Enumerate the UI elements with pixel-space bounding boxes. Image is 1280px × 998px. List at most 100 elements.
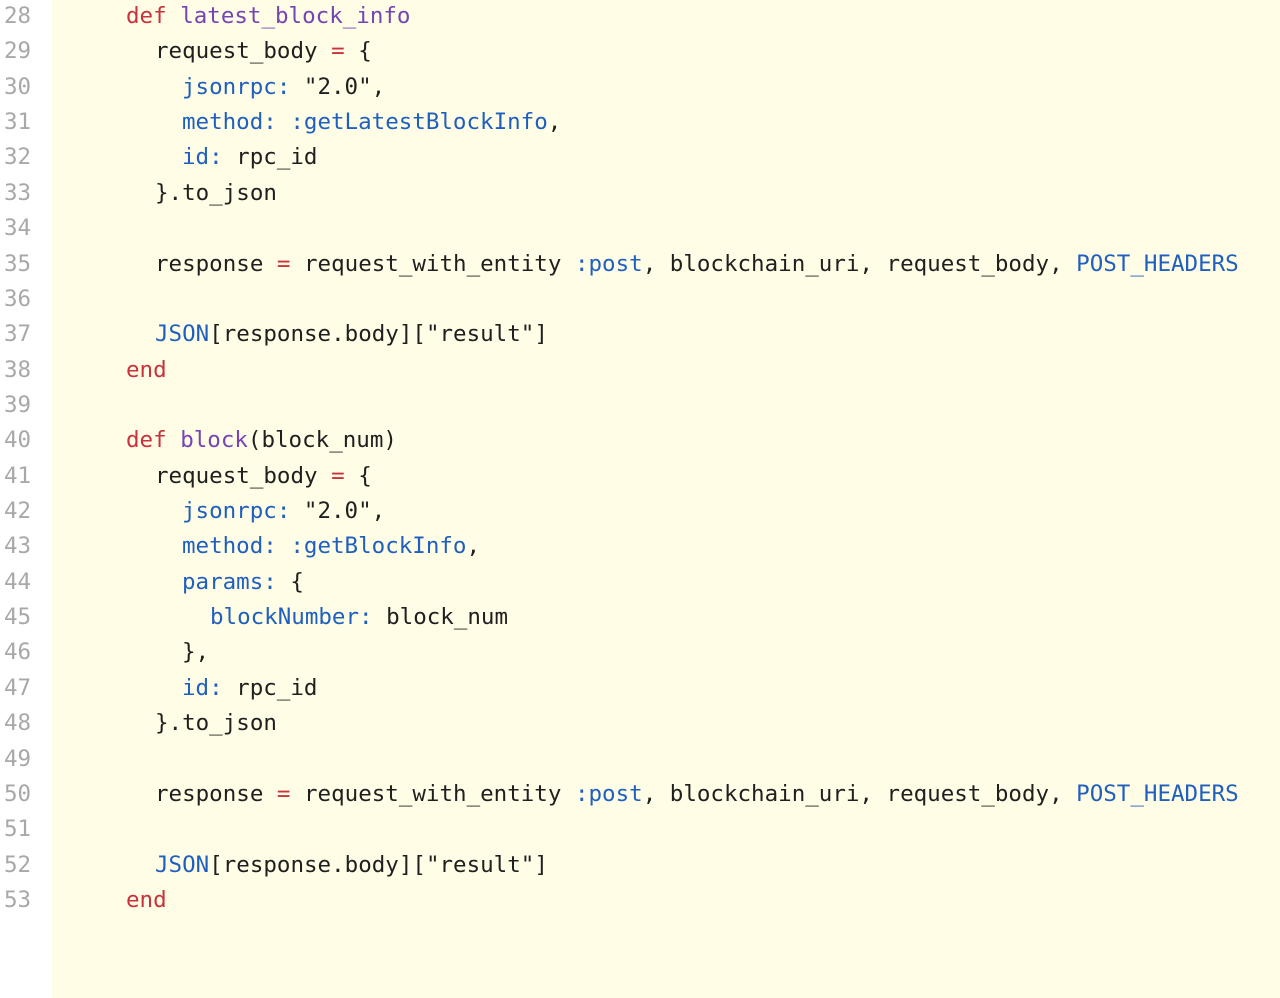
code-token-plain bbox=[167, 3, 181, 29]
code-line: }.to_json bbox=[52, 174, 1280, 212]
line-number: 32 bbox=[4, 144, 32, 171]
code-token-plain bbox=[167, 427, 181, 453]
code-line: method: :getLatestBlockInfo, bbox=[52, 103, 1280, 141]
code-line: id: rpc_id bbox=[52, 669, 1280, 707]
code-token-plain: , blockchain_uri, request_body, bbox=[642, 250, 1077, 277]
code-token-op: = bbox=[276, 780, 291, 807]
code-line: ​ bbox=[52, 280, 1280, 318]
code-token-key: jsonrpc: bbox=[182, 498, 291, 525]
code-token-str: "result" bbox=[425, 321, 535, 348]
code-line: ​ bbox=[52, 386, 1280, 424]
code-token-plain: response bbox=[155, 250, 277, 277]
line-number: 46 bbox=[4, 639, 32, 666]
code-token-plain: { bbox=[344, 462, 372, 489]
code-line: blockNumber: block_num bbox=[52, 598, 1280, 636]
code-token-sym: :post bbox=[574, 250, 643, 277]
code-token-key: id: bbox=[182, 144, 223, 171]
code-token-sym: :post bbox=[574, 780, 643, 807]
code-token-plain: , blockchain_uri, request_body, bbox=[642, 780, 1077, 807]
code-token-plain: response bbox=[155, 780, 277, 807]
code-line: jsonrpc: "2.0", bbox=[52, 68, 1280, 106]
code-token-plain: }, bbox=[182, 639, 210, 666]
code-token-const: POST_HEADERS bbox=[1076, 780, 1239, 807]
code-token-plain: , bbox=[547, 109, 562, 136]
code-token-sym: :getLatestBlockInfo bbox=[290, 109, 548, 136]
line-number: 45 bbox=[4, 604, 32, 631]
code-token-plain: }.to_json bbox=[155, 710, 277, 737]
code-token-key: method: bbox=[182, 109, 277, 136]
code-token-plain: (block_num) bbox=[247, 427, 397, 454]
line-number: 49 bbox=[4, 745, 32, 772]
line-number: 39 bbox=[4, 391, 32, 418]
line-number: 38 bbox=[4, 356, 32, 383]
code-line: response = request_with_entity :post, bl… bbox=[52, 775, 1280, 813]
code-token-plain: { bbox=[344, 38, 372, 65]
code-token-const: POST_HEADERS bbox=[1076, 250, 1239, 277]
line-number: 43 bbox=[4, 533, 32, 560]
code-token-sym: :getBlockInfo bbox=[290, 533, 467, 560]
code-line: end bbox=[52, 881, 1280, 919]
code-line: ​ bbox=[52, 209, 1280, 247]
code-token-op: = bbox=[331, 38, 345, 65]
code-token-kw: def bbox=[126, 427, 167, 454]
line-number: 42 bbox=[4, 498, 32, 525]
line-number: 51 bbox=[4, 816, 32, 843]
code-line: }.to_json bbox=[52, 704, 1280, 742]
code-token-plain bbox=[277, 109, 291, 135]
code-line: def latest_block_info bbox=[52, 0, 1280, 35]
code-token-plain: , bbox=[466, 533, 481, 560]
code-line: params: { bbox=[52, 563, 1280, 601]
code-token-plain: block_num bbox=[372, 604, 509, 631]
code-token-plain bbox=[277, 533, 291, 559]
code-line: method: :getBlockInfo, bbox=[52, 527, 1280, 565]
line-number: 50 bbox=[4, 780, 32, 807]
code-token-str: "2.0" bbox=[303, 73, 372, 100]
code-token-key: method: bbox=[182, 533, 277, 560]
code-line: JSON[response.body]["result"] bbox=[52, 315, 1280, 353]
code-token-kw: def bbox=[126, 3, 167, 29]
line-number: 37 bbox=[4, 321, 32, 348]
code-token-op: = bbox=[276, 250, 291, 277]
code-line: id: rpc_id bbox=[52, 138, 1280, 176]
code-token-fn: block bbox=[180, 427, 248, 454]
code-token-plain: ] bbox=[534, 321, 548, 348]
code-token-str: "2.0" bbox=[303, 498, 372, 525]
line-number: 47 bbox=[4, 674, 32, 701]
code-line: end bbox=[52, 351, 1280, 389]
code-token-key: jsonrpc: bbox=[182, 73, 291, 100]
code-token-plain: , bbox=[371, 73, 386, 100]
code-token-plain: request_with_entity bbox=[290, 780, 575, 807]
code-token-key: params: bbox=[182, 568, 277, 595]
code-token-plain: { bbox=[276, 568, 304, 595]
code-token-plain: ] bbox=[534, 851, 548, 878]
line-number: 30 bbox=[4, 73, 32, 100]
code-token-plain: [response.body][ bbox=[209, 851, 426, 878]
code-token-key: id: bbox=[182, 674, 223, 701]
line-number: 35 bbox=[4, 250, 32, 277]
line-number: 53 bbox=[4, 886, 32, 913]
code-token-const: JSON bbox=[155, 851, 210, 878]
code-token-plain: , bbox=[371, 498, 386, 525]
code-token-plain: request_body bbox=[155, 38, 332, 65]
code-token-kw: end bbox=[126, 356, 167, 383]
code-token-plain: rpc_id bbox=[222, 674, 318, 701]
line-number: 33 bbox=[4, 179, 32, 206]
line-number: 36 bbox=[4, 285, 32, 312]
code-line: ​ bbox=[52, 740, 1280, 778]
line-number: 28 bbox=[4, 3, 32, 29]
line-number: 44 bbox=[4, 568, 32, 595]
code-line: jsonrpc: "2.0", bbox=[52, 492, 1280, 530]
code-token-plain: }.to_json bbox=[155, 179, 277, 206]
code-token-plain bbox=[290, 74, 304, 100]
code-token-op: = bbox=[331, 462, 345, 489]
code-line: def block(block_num) bbox=[52, 421, 1280, 459]
code-token-key: blockNumber: bbox=[210, 604, 373, 631]
line-number: 48 bbox=[4, 710, 32, 737]
code-line: ​ bbox=[52, 810, 1280, 848]
code-line: request_body = { bbox=[52, 32, 1280, 70]
code-line: JSON[response.body]["result"] bbox=[52, 846, 1280, 884]
code-line: response = request_with_entity :post, bl… bbox=[52, 245, 1280, 283]
code-line: request_body = { bbox=[52, 457, 1280, 495]
